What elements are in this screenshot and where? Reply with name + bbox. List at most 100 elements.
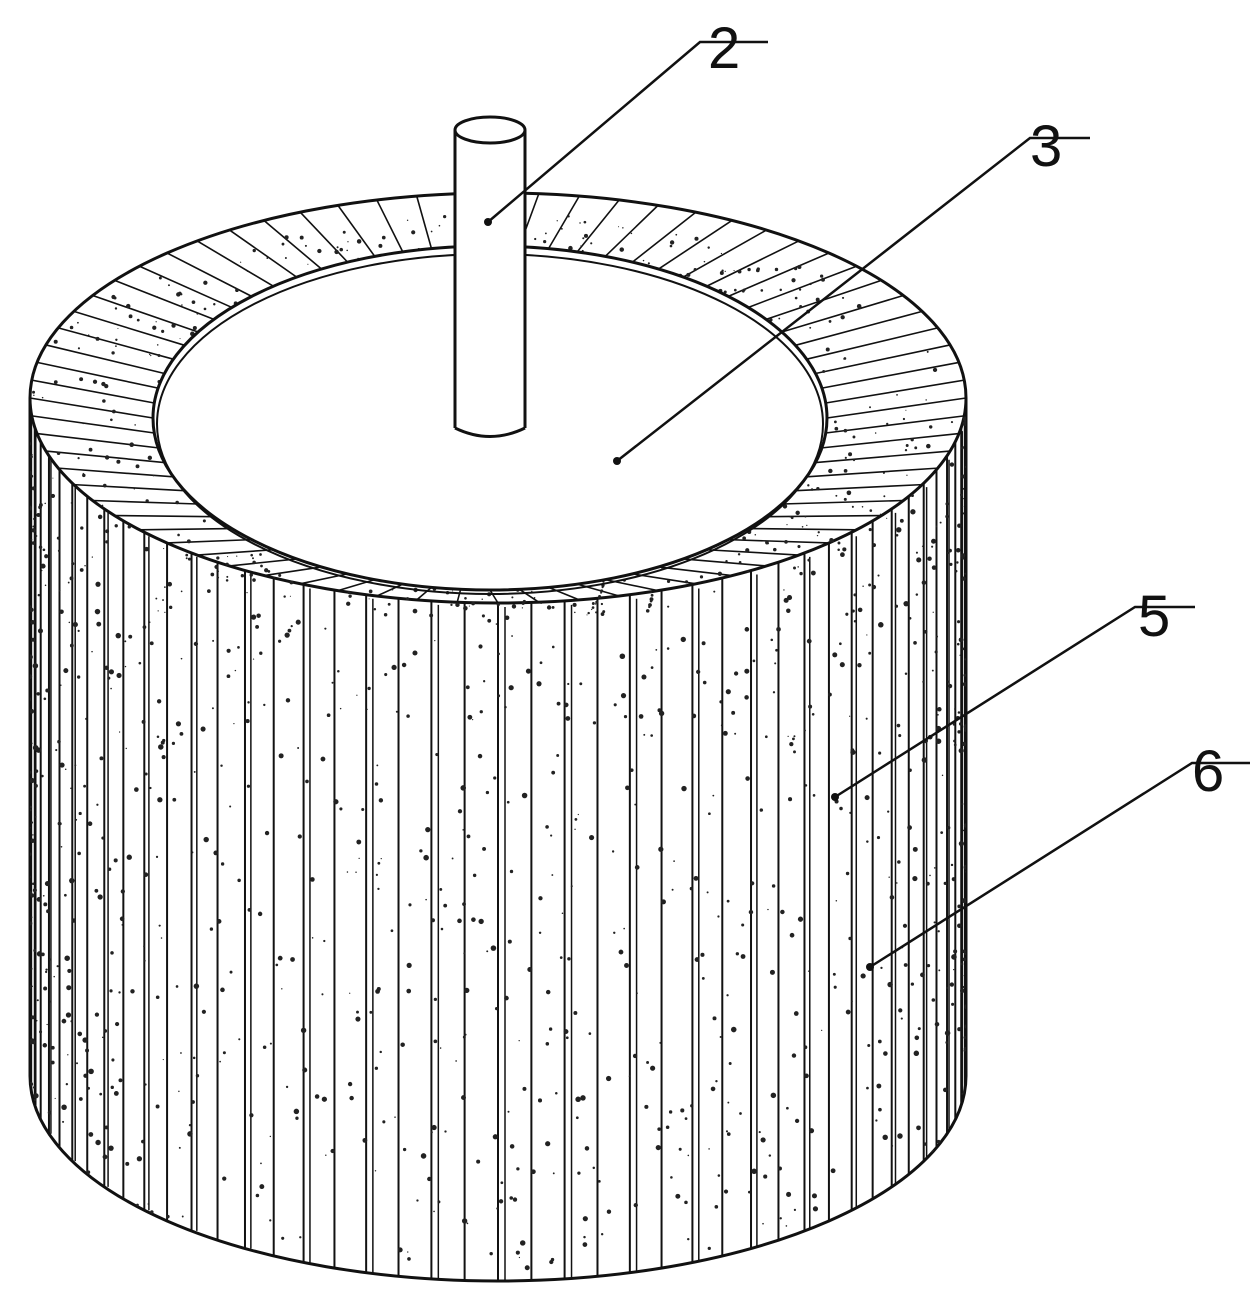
- grit-dot: [37, 593, 41, 597]
- grit-dot: [311, 937, 314, 939]
- grit-dot: [203, 280, 208, 285]
- grit-dot: [744, 627, 750, 632]
- grit-dot: [508, 685, 514, 691]
- grit-dot: [104, 665, 109, 671]
- grit-dot: [44, 502, 46, 505]
- grit-dot: [804, 1073, 809, 1079]
- grit-dot: [108, 1145, 114, 1151]
- grit-dot: [598, 595, 602, 599]
- grit-dot: [799, 571, 803, 576]
- grit-dot: [880, 966, 883, 969]
- grit-dot: [30, 921, 33, 926]
- grit-dot: [650, 1065, 656, 1071]
- grit-dot: [390, 929, 394, 933]
- grit-dot: [435, 753, 439, 757]
- grit-dot: [888, 876, 890, 878]
- grit-dot: [647, 262, 650, 265]
- grit-dot: [949, 562, 953, 566]
- grit-dot: [412, 650, 418, 656]
- grit-dot: [118, 731, 121, 733]
- grit-dot: [687, 1154, 690, 1157]
- grit-dot: [85, 1048, 90, 1053]
- grit-dot: [283, 595, 286, 598]
- grit-dot: [669, 244, 673, 248]
- grit-dot: [149, 353, 151, 356]
- grit-dot: [97, 514, 103, 520]
- grit-dot: [369, 1010, 373, 1014]
- grit-dot: [935, 635, 939, 638]
- grit-dot: [592, 721, 597, 725]
- grit-dot: [921, 545, 924, 547]
- grit-dot: [905, 444, 909, 447]
- grit-dot: [957, 620, 961, 624]
- grit-dot: [575, 1096, 581, 1103]
- grit-dot: [57, 739, 61, 744]
- grit-dot: [509, 869, 514, 874]
- flap-top-edge: [781, 499, 904, 505]
- grit-dot: [161, 329, 165, 333]
- grit-dot: [395, 710, 398, 713]
- grit-dot: [560, 227, 563, 230]
- grit-dot: [178, 1146, 181, 1149]
- grit-dot: [115, 632, 122, 639]
- grit-dot: [355, 871, 357, 873]
- grit-dot: [297, 834, 302, 839]
- grit-dot: [963, 673, 966, 677]
- grit-dot: [420, 1153, 427, 1159]
- grit-dot: [618, 949, 624, 955]
- grit-dot: [962, 985, 965, 989]
- flap-top-edge: [45, 344, 165, 375]
- grit-dot: [278, 573, 282, 577]
- grit-dot: [425, 898, 427, 901]
- grit-dot: [30, 470, 32, 476]
- grit-dot: [460, 785, 466, 791]
- grit-dot: [155, 995, 160, 1000]
- grit-dot: [727, 1101, 730, 1104]
- grit-dot: [745, 776, 750, 781]
- grit-dot: [925, 399, 927, 401]
- grit-dot: [462, 1035, 466, 1039]
- grit-dot: [30, 852, 32, 856]
- grit-dot: [925, 881, 930, 886]
- grit-dot: [496, 1207, 499, 1210]
- grit-dot: [346, 601, 351, 606]
- grit-dot: [101, 504, 104, 507]
- grit-dot: [776, 627, 781, 632]
- grit-dot: [457, 918, 462, 924]
- flap-top-edge: [706, 548, 799, 556]
- grit-dot: [574, 818, 578, 821]
- grit-dot: [36, 951, 43, 957]
- grit-dot: [36, 513, 41, 518]
- grit-dot: [821, 277, 825, 282]
- grit-dot: [623, 927, 625, 930]
- grit-dot: [155, 855, 159, 858]
- grit-dot: [96, 803, 99, 806]
- grit-dot: [337, 670, 340, 673]
- grit-dot: [382, 1120, 386, 1124]
- grit-dot: [649, 599, 653, 603]
- grit-dot: [30, 505, 32, 511]
- flap-top-edge: [416, 586, 432, 601]
- grit-dot: [30, 777, 35, 784]
- grit-dot: [594, 603, 597, 605]
- grit-dot: [217, 570, 220, 572]
- grit-dot: [751, 1168, 757, 1175]
- grit-dot: [851, 1000, 853, 1003]
- grit-dot: [961, 897, 966, 904]
- grit-dot: [118, 991, 121, 994]
- grit-dot: [742, 536, 746, 541]
- grit-dot: [832, 652, 838, 658]
- grit-dot: [423, 854, 429, 861]
- flap-top-edge: [658, 219, 733, 270]
- grit-dot: [629, 768, 634, 773]
- grit-dot: [961, 576, 966, 581]
- grit-dot: [35, 747, 42, 753]
- grit-dot: [658, 710, 665, 717]
- grit-dot: [476, 1159, 481, 1164]
- grit-dot: [412, 608, 418, 614]
- grit-dot: [937, 930, 940, 933]
- grit-dot: [707, 246, 710, 249]
- grit-dot: [724, 270, 726, 272]
- grit-dot: [941, 774, 944, 777]
- grit-dot: [949, 982, 955, 987]
